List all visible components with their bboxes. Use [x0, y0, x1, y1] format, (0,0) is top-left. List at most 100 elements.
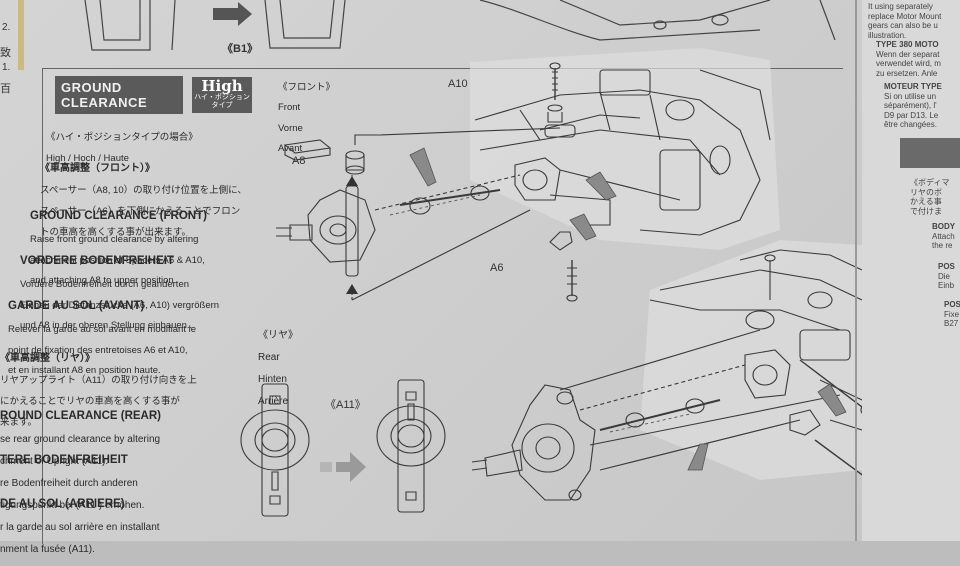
right-col-line-9: MOTEUR TYPE: [884, 82, 942, 91]
b1-label: 《B1》: [222, 43, 259, 55]
right-col-line-6: Wenn der separat: [876, 49, 940, 59]
front-de-line2: Einbau der Distanzstücke (A6, A10) vergr…: [20, 299, 220, 311]
right-col-para-2: TYPE 380 MOTO Wenn der separat verwendet…: [876, 40, 941, 78]
right-col-line-4: illustration.: [868, 30, 907, 40]
right-col-line-25: Fixe: [944, 309, 960, 319]
right-col-line-3: gears can also be u: [868, 21, 938, 30]
right-col-para-6: POS Die Einb: [938, 262, 955, 291]
right-col-para-5: BODY Attach the re: [932, 222, 955, 251]
title-line-1: GROUND: [61, 80, 122, 95]
right-col-line-14: 《ボディマ: [910, 178, 950, 187]
margin-note-4: 百: [0, 83, 11, 95]
a11-change-arrow-icon: [320, 452, 366, 482]
front-label-de: Vorne: [278, 122, 303, 134]
right-col-line-10: Si on utilise un: [884, 91, 937, 101]
rear-de-block: TERE BODENFREIHEIT re Bodenfreiheit durc…: [0, 442, 144, 522]
intro-multi: High / Hoch / Haute: [46, 153, 129, 164]
right-col-line-16: かえる事: [910, 197, 942, 206]
front-de-line1: Vordere Bodenfreiheit durch geänderten: [20, 279, 190, 290]
part-label-a10: A10: [448, 78, 468, 90]
pointer-arrow-1-icon: [409, 147, 437, 187]
rear-de-line2: tigungspunkt bei (A11 ) erhöhen.: [0, 500, 145, 511]
right-col-para-3: MOTEUR TYPE Si on utilise un séparément)…: [884, 82, 942, 130]
part-label-a11: 《A11》: [325, 399, 366, 411]
up-arrow-1-icon: [346, 176, 358, 186]
high-badge-sub2: タイプ: [211, 102, 233, 109]
front-jp-block: 《車高調整（フロント）》 スペーサー（A8, 10）の取り付け位置を上側に、 ス…: [40, 152, 247, 248]
title-line-2: CLEARANCE: [61, 95, 148, 110]
part-label-a8: A8: [292, 155, 306, 167]
rear-en-heading: ROUND CLEARANCE (REAR): [0, 409, 161, 422]
rear-jp-line1: リヤアップライト（A11）の取り付け向きを上: [0, 375, 197, 386]
front-en-line3: and attaching A8 to upper position.: [30, 275, 177, 286]
right-col-line-26: B27: [944, 319, 959, 328]
rear-label-fr: Arrière: [258, 396, 289, 407]
ground-clearance-section: [42, 68, 843, 544]
front-de-block: VORDERE BODENFREIHEIT Vordere Bodenfreih…: [20, 243, 219, 341]
right-col-line-20: the re: [932, 241, 953, 250]
right-col-line-19: Attach: [932, 231, 955, 241]
right-col-line-21: POS: [938, 262, 955, 271]
rear-jp-heading: 《車高調整（リヤ）》: [0, 353, 95, 364]
rear-de-heading: TERE BODENFREIHEIT: [0, 453, 128, 466]
right-col-para-7: POS Fixe B27: [944, 300, 960, 329]
right-col-para-1: It using separately replace Motor Mount …: [868, 2, 941, 40]
front-jp-line2: スペーサー（A6）を下側にかえることでフロン: [40, 206, 241, 217]
part-label-a6: A6: [490, 262, 504, 274]
right-col-para-4: 《ボディマ リヤのボ かえる事 で付けま: [910, 178, 949, 216]
rear-en-line1: se rear ground clearance by altering: [0, 434, 161, 445]
rear-label-de: Hinten: [258, 374, 287, 385]
right-col-line-13: être changées.: [884, 120, 937, 129]
front-en-heading: GROUND CLEARANCE (FRONT): [30, 209, 207, 222]
front-en-block: GROUND CLEARANCE (FRONT) Raise front gro…: [30, 198, 207, 296]
rear-label-block: 《リヤ》 Rear Hinten Arrière: [258, 320, 298, 418]
right-column: It using separately replace Motor Mount …: [862, 0, 960, 541]
rear-label-en: Rear: [258, 352, 280, 363]
rear-fr-line1: r la garde au sol arrière en installant: [0, 522, 160, 533]
top-step-diagram: [18, 0, 836, 70]
right-col-line-1: It using separately: [868, 2, 933, 11]
right-col-line-12: D9 par D13. Le: [884, 110, 939, 120]
front-label-en: Front: [278, 102, 301, 113]
front-en-line1: Raise front ground clearance by altering: [30, 234, 199, 245]
right-col-line-24: POS: [944, 300, 960, 309]
front-label-jp: 《フロント》: [278, 81, 336, 93]
margin-note-1: 2.: [2, 22, 11, 33]
top-arrow-icon: [213, 2, 252, 26]
ground-clearance-title-box: GROUND CLEARANCE: [55, 76, 183, 114]
page-gutter: [855, 0, 857, 541]
margin-note-2: 致: [0, 47, 11, 59]
front-fr-heading: GARDE AU SOL (AVANT): [8, 299, 145, 312]
margin-note-3: 1.: [2, 62, 11, 73]
front-jp-heading: 《車高調整（フロント）》: [40, 163, 155, 174]
front-de-heading: VORDERE BODENFREIHEIT: [20, 254, 174, 267]
right-col-line-23: Einb: [938, 281, 955, 290]
right-col-line-17: で付けま: [910, 206, 942, 216]
pointer-arrow-4-icon: [817, 383, 847, 417]
rear-label-jp: 《リヤ》: [258, 330, 298, 341]
front-jp-line3: トの車高を高くする事が出来ます。: [40, 227, 192, 238]
rear-jp-line2: にかえることでリヤの車高を高くする事が: [0, 396, 180, 407]
right-col-line-22: Die: [938, 271, 951, 281]
intro-block: 《ハイ・ポジションタイプの場合》 High / Hoch / Haute: [46, 122, 198, 175]
rear-fr-heading: DE AU SOL (ARRIERE): [0, 497, 125, 510]
right-col-line-8: zu ersetzen. Anle: [876, 68, 938, 78]
pointer-arrow-3-icon: [687, 443, 709, 471]
rear-fr-line2: nment la fusée (A11).: [0, 544, 95, 555]
pointer-arrow-5-icon: [569, 213, 597, 241]
front-de-line3: und A8 in der oberen Stellung einbauen..: [20, 320, 193, 331]
rear-en-line2: chment of Upright (A11).: [0, 456, 109, 467]
right-col-line-2: replace Motor Mount: [868, 11, 942, 21]
right-col-line-18: BODY: [932, 222, 956, 231]
front-jp-line1: スペーサー（A8, 10）の取り付け位置を上側に、: [40, 185, 247, 196]
right-col-line-7: verwendet wird, m: [876, 59, 941, 68]
front-en-line2: attachment position of Spacers A6 & A10,: [30, 254, 205, 266]
right-col-line-11: séparément), l': [884, 101, 937, 110]
right-col-line-5: TYPE 380 MOTO: [876, 40, 939, 49]
rear-jp-line3: 来ます。: [0, 417, 38, 428]
up-arrow-2-icon: [346, 284, 358, 294]
pointer-arrow-2-icon: [585, 171, 617, 201]
front-fr-line2: point de fixation des entretoises A6 et …: [8, 344, 188, 356]
right-col-line-15: リヤのボ: [910, 187, 942, 197]
